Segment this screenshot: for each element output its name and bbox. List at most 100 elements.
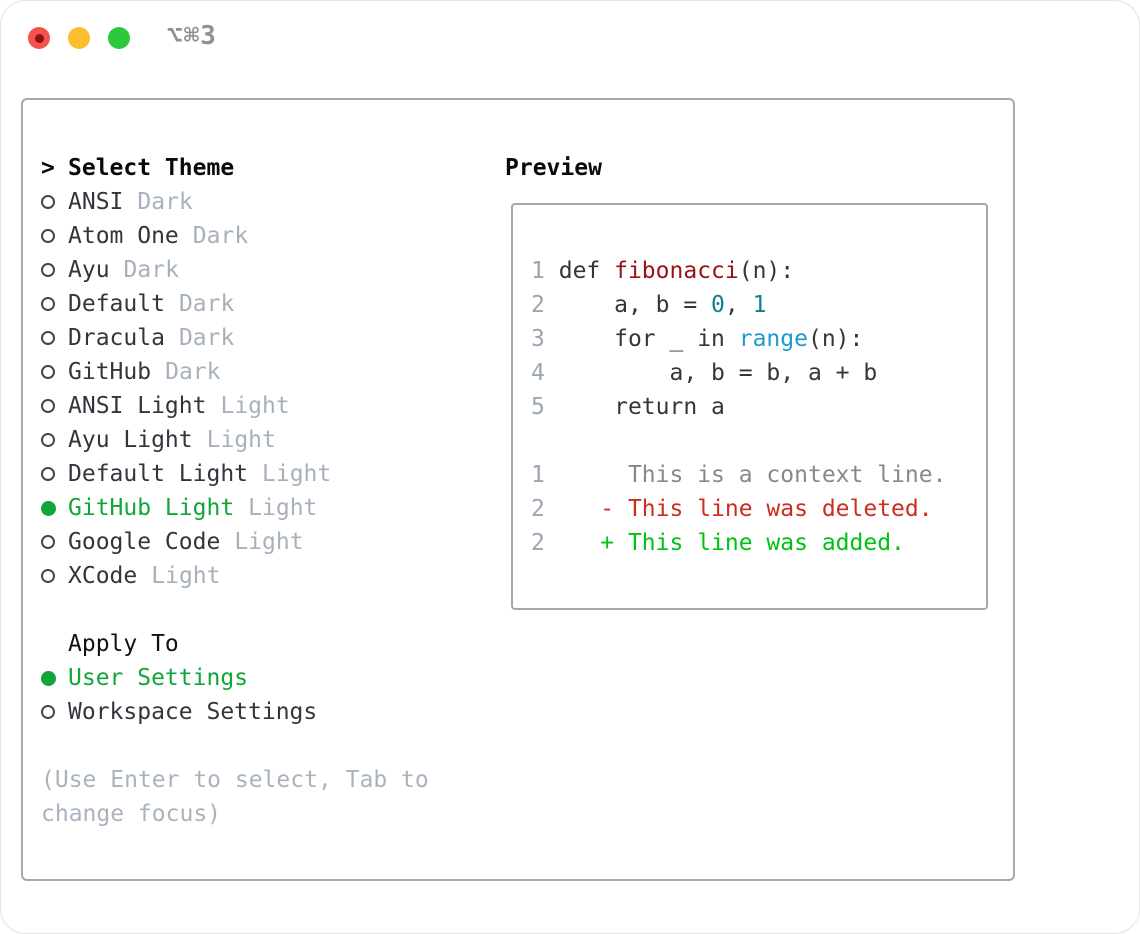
code-line: 4 a, b = b, a + b <box>531 356 986 390</box>
theme-name: ANSI Light <box>68 393 207 419</box>
theme-variant: Light <box>262 461 332 487</box>
code-segment-builtin: range <box>738 326 808 352</box>
code-segment-code: (n): <box>738 258 795 284</box>
theme-name: Ayu Light <box>68 427 193 453</box>
theme-option[interactable]: Default Light Light <box>41 457 503 491</box>
select-theme-header-row: > Select Theme <box>41 151 503 185</box>
theme-option[interactable]: GitHub Light Light <box>41 491 503 525</box>
code-segment-code: def <box>558 258 615 284</box>
line-number: 2 <box>531 292 545 318</box>
theme-option[interactable]: ANSI Light Light <box>41 389 503 423</box>
line-number: 4 <box>531 360 545 386</box>
code-segment-context: This is a context line. <box>558 462 947 488</box>
radio-icon <box>41 229 55 243</box>
code-segment-code: for _ in <box>558 326 739 352</box>
theme-variant: Dark <box>192 223 249 249</box>
theme-variant: Dark <box>178 325 235 351</box>
line-number: 5 <box>531 394 545 420</box>
zoom-button[interactable] <box>108 27 130 49</box>
code-line: 1 This is a context line. <box>531 458 986 492</box>
code-segment-code: a, b = b, a + b <box>558 360 878 386</box>
code-segment-number: 0 <box>711 292 725 318</box>
theme-option[interactable]: Ayu Light Light <box>41 423 503 457</box>
theme-name: GitHub Light <box>68 495 235 521</box>
select-theme-header: Select Theme <box>68 155 235 181</box>
radio-icon <box>41 365 55 379</box>
code-segment-deleted: - This line was deleted. <box>558 496 933 522</box>
theme-option[interactable]: GitHub Dark <box>41 355 503 389</box>
theme-name: Atom One <box>68 223 179 249</box>
close-dot-icon <box>34 33 44 43</box>
minimize-button[interactable] <box>68 27 90 49</box>
theme-name: GitHub <box>68 359 152 385</box>
theme-variant: Light <box>248 495 318 521</box>
code-segment-code: a, b = <box>558 292 712 318</box>
line-number: 2 <box>531 530 545 556</box>
theme-name: Default Light <box>68 461 249 487</box>
code-line: 2 + This line was added. <box>531 526 986 560</box>
radio-icon <box>41 535 55 549</box>
theme-name: Default <box>68 291 165 317</box>
apply-option-label: User Settings <box>68 665 249 691</box>
radio-icon <box>41 467 55 481</box>
line-number: 1 <box>531 462 545 488</box>
preview-title: Preview <box>505 155 602 181</box>
apply-to-header-row: Apply To <box>41 627 503 661</box>
theme-variant: Dark <box>165 359 221 385</box>
theme-variant: Light <box>234 529 304 555</box>
theme-variant: Light <box>151 563 221 589</box>
theme-variant: Light <box>220 393 290 419</box>
radio-icon <box>41 263 55 277</box>
radio-icon <box>41 569 55 583</box>
code-segment-added: + This line was added. <box>558 530 905 556</box>
radio-selected-icon <box>41 500 56 516</box>
radio-icon <box>41 433 55 447</box>
apply-option-label: Workspace Settings <box>68 699 318 725</box>
radio-icon <box>41 331 55 345</box>
close-button[interactable] <box>28 27 50 49</box>
theme-variant: Dark <box>178 291 235 317</box>
radio-selected-icon <box>41 670 56 686</box>
spacer <box>41 729 503 763</box>
theme-option[interactable]: Atom One Dark <box>41 219 503 253</box>
code-segment-code: (n): <box>807 326 864 352</box>
apply-option[interactable]: Workspace Settings <box>41 695 503 729</box>
apply-to-header: Apply To <box>68 631 179 657</box>
theme-variant: Light <box>206 427 276 453</box>
traffic-lights <box>28 27 130 49</box>
theme-name: Ayu <box>68 257 110 283</box>
theme-name: Google Code <box>68 529 221 555</box>
theme-option[interactable]: Ayu Dark <box>41 253 503 287</box>
code-line: 2 a, b = 0, 1 <box>531 288 986 322</box>
spacer <box>41 593 503 627</box>
radio-icon <box>41 399 55 413</box>
apply-option[interactable]: User Settings <box>41 661 503 695</box>
theme-name: XCode <box>68 563 138 589</box>
theme-option[interactable]: XCode Light <box>41 559 503 593</box>
theme-name: ANSI <box>68 189 124 215</box>
theme-variant: Dark <box>123 257 179 283</box>
line-number: 1 <box>531 258 545 284</box>
hint-text: (Use Enter to select, Tab to change focu… <box>41 767 429 827</box>
window-title: ⌥⌘3 <box>167 21 217 51</box>
theme-option[interactable]: Default Dark <box>41 287 503 321</box>
theme-option[interactable]: Google Code Light <box>41 525 503 559</box>
code-segment-code: return a <box>558 394 725 420</box>
radio-icon <box>41 705 55 719</box>
code-line: 1 def fibonacci(n): <box>531 254 986 288</box>
prompt-chevron-icon: > <box>41 155 55 181</box>
code-line: 3 for _ in range(n): <box>531 322 986 356</box>
preview-column: Preview 1 def fibonacci(n):2 a, b = 0, 1… <box>505 151 988 610</box>
code-segment-number: 1 <box>752 292 767 318</box>
radio-icon <box>41 195 55 209</box>
code-line <box>531 424 986 458</box>
line-number: 2 <box>531 496 545 522</box>
